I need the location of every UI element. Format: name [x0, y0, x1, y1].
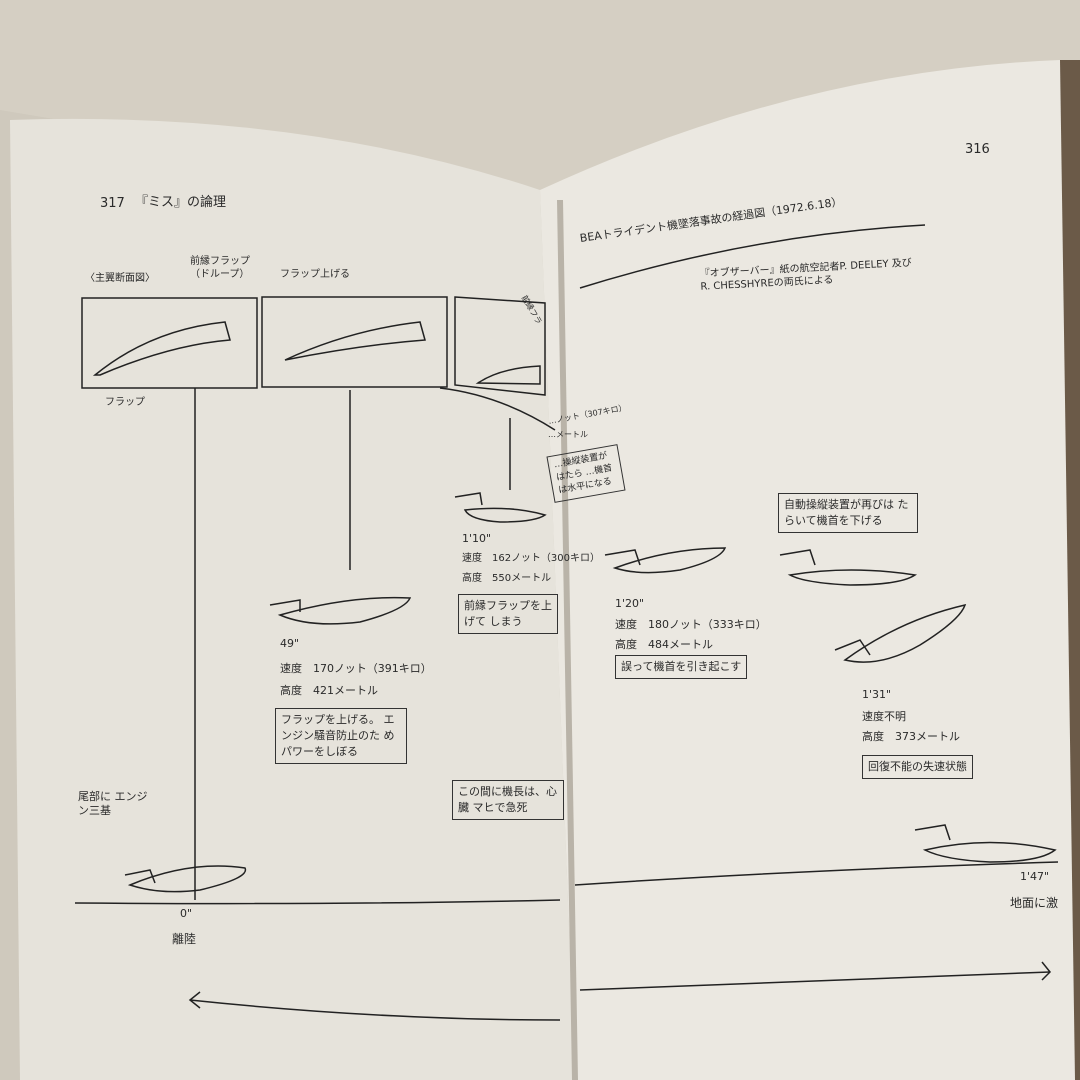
time-49: 49" — [280, 637, 300, 650]
takeoff-caption: 離陸 — [172, 932, 197, 946]
running-head: 『ミス』の論理 — [135, 195, 227, 210]
speed-1m31: 速度不明 — [862, 710, 906, 723]
speed-1m10: 速度 162ノット（300キロ） — [462, 553, 600, 564]
flap-label: フラップ — [105, 397, 145, 408]
partial-altitude: …メートル — [548, 430, 588, 439]
crash-caption: 地面に激 — [1010, 896, 1059, 910]
time-0: 0" — [180, 907, 193, 920]
plane-1m20s — [604, 547, 727, 574]
plane-takeoff — [124, 865, 247, 893]
flap-up-label: フラップ上げる — [280, 269, 350, 280]
time-1m47: 1'47" — [1020, 870, 1050, 883]
time-1m31: 1'31" — [862, 688, 892, 701]
altitude-49: 高度 421メートル — [280, 684, 378, 697]
altitude-1m10: 高度 550メートル — [462, 573, 552, 584]
note-box-1m31: 回復不能の失速状態 — [862, 755, 973, 779]
plane-stall — [834, 603, 967, 663]
time-1m20: 1'20" — [615, 597, 645, 610]
plane-1m10s — [454, 492, 547, 523]
note-box-1m10: 前縁フラップを上げて しまう — [458, 594, 558, 634]
speed-1m20: 速度 180ノット（333キロ） — [615, 618, 767, 631]
time-1m10: 1'10" — [462, 532, 492, 545]
note-box-49: フラップを上げる。 エンジン騒音防止のた めパワーをしぼる — [275, 708, 407, 764]
altitude-1m31: 高度 373メートル — [862, 730, 960, 743]
leading-edge-flap-label: 前縁フラップ（ドループ） — [190, 256, 250, 280]
page-number-left: 317 — [100, 196, 125, 211]
note-box-1m20: 誤って機首を引き起こす — [615, 655, 748, 679]
captain-box: この間に機長は、心臓 マヒで急死 — [452, 780, 564, 820]
wing-section-label: 〈主翼断面図〉 — [85, 273, 155, 284]
speed-49: 速度 170ノット（391キロ） — [280, 662, 432, 675]
altitude-1m20: 高度 484メートル — [615, 638, 713, 651]
left-page — [10, 118, 575, 1080]
plane-autopilot — [779, 549, 918, 586]
page-number-right: 316 — [965, 142, 990, 157]
engine-note: 尾部に エンジン三基 — [78, 790, 148, 818]
plane-49s — [269, 596, 412, 625]
note-box-autopilot: 自動操縦装置が再びは たらいて機首を下げる — [778, 493, 918, 533]
plane-crash — [914, 824, 1057, 863]
